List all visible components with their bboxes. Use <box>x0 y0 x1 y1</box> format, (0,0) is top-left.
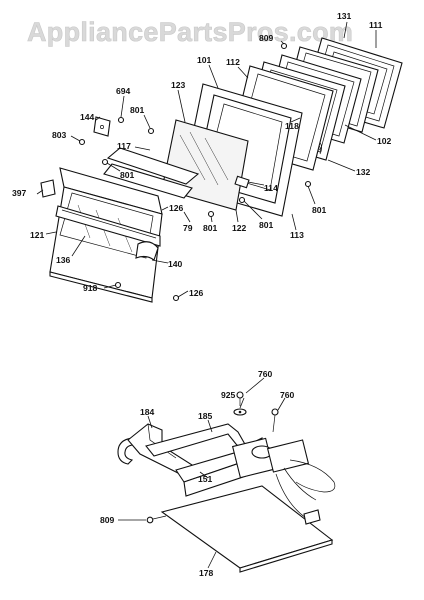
callout-694: 694 <box>116 86 131 96</box>
callout-126-b: 126 <box>189 288 204 298</box>
callout-184: 184 <box>140 407 155 417</box>
callout-801-a: 801 <box>130 105 145 115</box>
callout-760-b: 760 <box>280 390 295 400</box>
callout-185: 185 <box>198 411 213 421</box>
callouts-lower: 760 925 760 184 185 151 809 178 <box>100 369 295 578</box>
callout-918: 918 <box>83 283 98 293</box>
callout-121: 121 <box>30 230 45 240</box>
part-117-strip <box>103 147 200 199</box>
callout-397: 397 <box>12 188 27 198</box>
callout-79: 79 <box>183 223 193 233</box>
part-397-clip <box>40 179 56 198</box>
callout-144: 144 <box>80 112 95 122</box>
callout-925: 925 <box>221 390 236 400</box>
callout-131: 131 <box>337 11 352 21</box>
part-151-latch-motor <box>175 437 336 525</box>
callout-114: 114 <box>264 183 278 193</box>
callout-801-c: 801 <box>312 205 327 215</box>
callout-801-d: 801 <box>203 223 218 233</box>
callout-151: 151 <box>198 474 213 484</box>
part-121-outer-door <box>49 167 163 303</box>
part-114-bracket <box>234 175 250 189</box>
callout-809-b: 809 <box>100 515 115 525</box>
callout-111: 111 <box>369 20 383 30</box>
callout-801-b: 801 <box>120 170 135 180</box>
callout-178: 178 <box>199 568 214 578</box>
part-178-base-plate <box>160 485 334 573</box>
callout-136: 136 <box>56 255 71 265</box>
callout-113: 113 <box>290 230 304 240</box>
leader-lines-upper <box>36 21 377 298</box>
callout-126-a: 126 <box>169 203 184 213</box>
callout-803: 803 <box>52 130 67 140</box>
callouts-upper: 131 809 111 101 112 694 123 144 801 803 … <box>12 11 392 298</box>
part-144-hinge-plate <box>93 116 111 137</box>
callout-809: 809 <box>259 33 274 43</box>
callout-132: 132 <box>356 167 371 177</box>
callout-140: 140 <box>168 259 183 269</box>
callout-123: 123 <box>171 80 186 90</box>
watermark-logo: AppliancePartsPros.com <box>27 17 353 47</box>
callout-102: 102 <box>377 136 392 146</box>
leader-lines-lower <box>118 377 286 569</box>
callout-122: 122 <box>232 223 247 233</box>
callout-112: 112 <box>226 57 240 67</box>
callout-760-a: 760 <box>258 369 273 379</box>
screw-hardware <box>78 42 312 302</box>
callout-801-e: 801 <box>259 220 274 230</box>
callout-101: 101 <box>197 55 212 65</box>
latch-hardware <box>146 391 279 524</box>
callout-117: 117 <box>117 141 131 151</box>
callout-118: 118 <box>285 121 299 131</box>
